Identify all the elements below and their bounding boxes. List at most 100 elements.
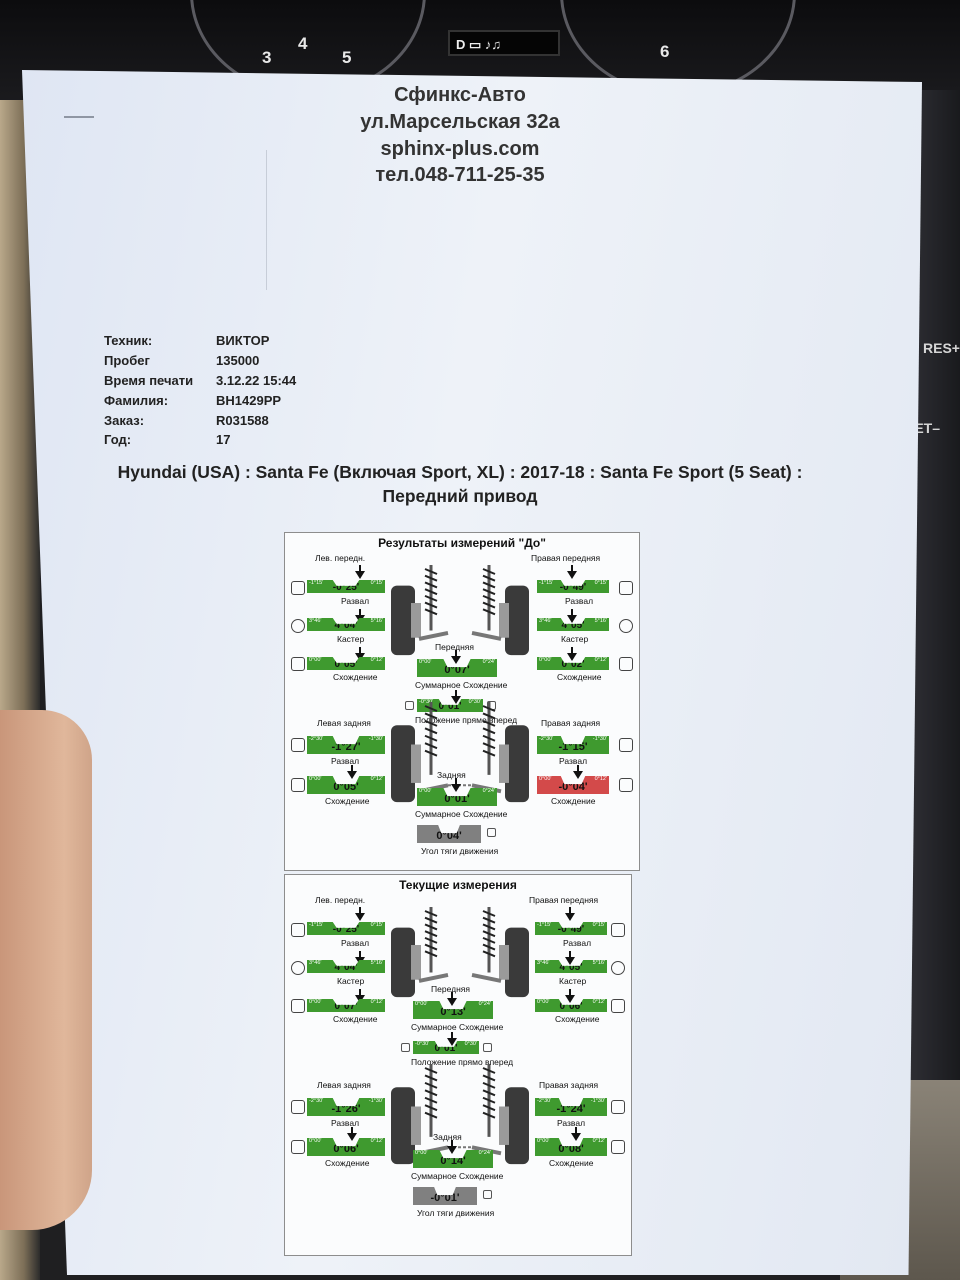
tolerance-max: 5°16' xyxy=(370,618,383,624)
tolerance-min: -1°15' xyxy=(309,922,324,928)
tolerance-min: -2°30' xyxy=(539,736,554,742)
tolerance-min: 0°00' xyxy=(537,999,550,1005)
tolerance-max: -1°30' xyxy=(368,1098,383,1104)
vehicle-title: Hyundai (USA) : Santa Fe (Включая Sport,… xyxy=(117,462,803,482)
measured-value: 0°01' xyxy=(434,1043,458,1054)
tolerance-max: -1°30' xyxy=(590,1098,605,1104)
pointer-arrow xyxy=(355,565,365,579)
toe-label: Схождение xyxy=(325,796,370,806)
toe-icon xyxy=(291,999,305,1013)
camber-label: Развал xyxy=(341,596,370,606)
camber-icon xyxy=(291,738,305,752)
field-label: Год: xyxy=(104,432,132,447)
toe-icon xyxy=(611,999,625,1013)
toe-label: Схождение xyxy=(551,796,596,806)
pointer-arrow xyxy=(451,690,461,704)
camber-label: Развал xyxy=(341,938,370,948)
measured-value: 0°05' xyxy=(333,781,359,793)
tolerance-max: 0°24' xyxy=(482,659,495,665)
pointer-arrow xyxy=(571,1127,581,1141)
measured-value: 0°06' xyxy=(559,1001,583,1012)
pointer-arrow xyxy=(447,992,457,1006)
tolerance-max: 0°24' xyxy=(482,788,495,794)
thrust-angle-bar: 0°04' xyxy=(417,825,481,843)
left-rear-label: Левая задняя xyxy=(317,1080,371,1090)
right-rear-label: Правая задняя xyxy=(539,1080,599,1090)
tolerance-min: 0°00' xyxy=(419,659,432,665)
rf-toe-bar: 0°00'0°12'0°06' xyxy=(535,999,607,1012)
straight-ahead-label: Положение прямо вперед xyxy=(415,715,518,725)
tolerance-min: -0°30' xyxy=(415,1041,430,1047)
lf-caster-bar: 3°46'5°16'4°04' xyxy=(307,960,385,973)
field-value: 17 xyxy=(216,432,231,447)
total-toe-label: Суммарное Схождение xyxy=(411,1022,504,1032)
camber-label: Развал xyxy=(559,756,588,766)
measured-value: -1°15' xyxy=(558,741,588,753)
caster-icon xyxy=(619,619,633,633)
caster-icon xyxy=(291,619,305,633)
toe-icon xyxy=(619,657,633,671)
panel-title: Результаты измерений "До" xyxy=(378,536,546,550)
measured-value: 4°04' xyxy=(334,962,358,973)
tolerance-max: 5°16' xyxy=(370,960,383,966)
tolerance-min: 0°00' xyxy=(309,1138,322,1144)
tolerance-min: 0°00' xyxy=(415,1150,428,1156)
caster-label: Кастер xyxy=(337,976,365,986)
dashboard-display: D ▭ ♪♫ xyxy=(448,30,560,56)
measured-value: 0°01' xyxy=(438,701,462,712)
lf-toe-bar: 0°00'0°12'0°07' xyxy=(307,999,385,1012)
toe-label: Схождение xyxy=(557,672,602,682)
tolerance-min: 0°00' xyxy=(309,999,322,1005)
right-front-label: Правая передняя xyxy=(531,553,601,563)
measured-value: 0°07' xyxy=(334,1001,358,1012)
rr-camber-bar: -2°30'-1°30'-1°24' xyxy=(535,1098,607,1116)
rear-axle-label: Задняя xyxy=(437,770,466,780)
tolerance-min: 0°00' xyxy=(537,1138,550,1144)
tolerance-max: 0°24' xyxy=(478,1001,491,1007)
tolerance-min: 0°00' xyxy=(415,1001,428,1007)
tolerance-max: 0°15' xyxy=(370,922,383,928)
pointer-arrow xyxy=(573,765,583,779)
toe-icon xyxy=(611,1140,625,1154)
rear-suspension-diagram xyxy=(391,1064,529,1165)
camber-icon xyxy=(611,923,625,937)
thrust-angle-bar: -0°01' xyxy=(413,1187,477,1205)
lr-toe-bar: 0°00'0°12'0°06' xyxy=(307,1138,385,1156)
measured-value: -1°24' xyxy=(556,1103,586,1115)
steering-icon xyxy=(405,701,414,710)
lr-toe-bar: 0°00'0°12'0°05' xyxy=(307,776,385,794)
total-toe-label: Суммарное Схождение xyxy=(415,680,508,690)
toe-label: Схождение xyxy=(549,1158,594,1168)
front-axle-label: Передняя xyxy=(435,642,474,652)
tolerance-min: -1°15' xyxy=(537,922,552,928)
pointer-arrow xyxy=(567,647,577,661)
straight-ahead-bar: -0°30' 0°30' 0°01' xyxy=(413,1041,479,1054)
measured-value: -1°26' xyxy=(331,1103,361,1115)
left-front-label: Лев. передн. xyxy=(315,553,366,563)
field-value: 135000 xyxy=(216,353,260,368)
tolerance-max: 0°24' xyxy=(478,1150,491,1156)
toe-icon xyxy=(291,657,305,671)
punch-mark xyxy=(64,116,94,118)
cruise-res-control: RES+ xyxy=(923,340,960,356)
pointer-arrow xyxy=(447,1140,457,1154)
tolerance-max: 0°30' xyxy=(464,1041,477,1047)
measured-value: 0°06' xyxy=(333,1143,359,1155)
company-name: Сфинкс-Авто xyxy=(394,84,526,106)
caster-icon xyxy=(611,961,625,975)
pointer-arrow xyxy=(347,1127,357,1141)
tolerance-min: 0°00' xyxy=(309,776,322,782)
tolerance-min: 3°46' xyxy=(539,618,552,624)
toe-label: Схождение xyxy=(555,1014,600,1024)
rear-axle-label: Задняя xyxy=(433,1132,462,1142)
measured-value: 4°05' xyxy=(559,962,583,973)
rf-camber-bar: -1°15'0°15'-0°49' xyxy=(537,580,609,593)
measured-value: -0°04' xyxy=(558,781,588,793)
thrust-angle-label: Угол тяги движения xyxy=(417,1208,495,1218)
tolerance-max: 0°12' xyxy=(592,1138,605,1144)
tolerance-min: -1°15' xyxy=(309,580,324,586)
measured-value: -1°27' xyxy=(331,741,361,753)
tolerance-max: 5°16' xyxy=(594,618,607,624)
rr-camber-bar: -2°30'-1°30'-1°15' xyxy=(537,736,609,754)
tolerance-min: -1°15' xyxy=(539,580,554,586)
